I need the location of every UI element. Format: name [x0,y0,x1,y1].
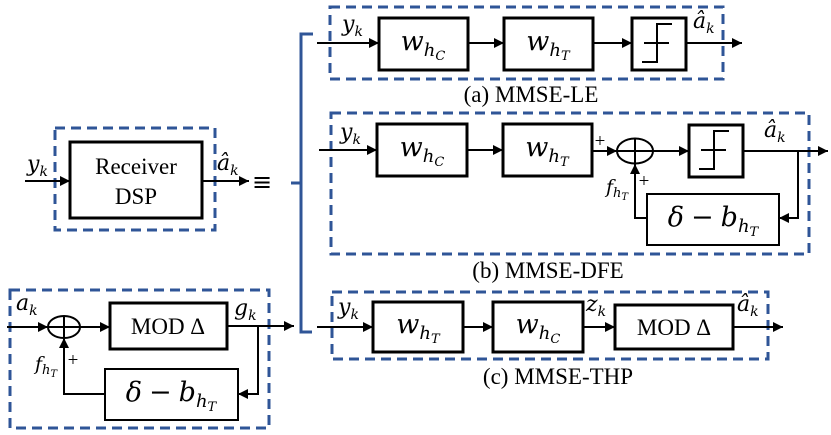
mmse-le-filter-wt-block [502,16,595,72]
receiver-dsp-group: yk Receiver DSP âk ≡ [25,126,272,232]
mmse-le-dashed-border [328,5,725,81]
mmse-thp-dashed-border [330,290,770,361]
mmse-thp-filter-wt-label: whT [396,309,441,347]
mmse-dfe-feedback-label: fhT [604,176,629,203]
decision-step-icon [699,130,729,170]
mmse-dfe-feedback-branch [779,151,799,223]
receiver-output-label: âk [217,151,239,179]
mmse-thp-filter-wc-block [491,300,585,354]
mmse-thp-intermediate-label: zk [585,292,606,320]
mmse-dfe-filter-wt-label: whT [525,132,570,170]
thp-precoder-modulo-block [108,301,229,351]
decision-step-icon [642,23,672,63]
thp-precoder-feedback-block-label: δ−bhT [126,377,218,415]
thp-precoder-feedback-label: fhT [33,353,58,380]
mmse-dfe-output-label: âk [764,118,786,146]
mmse-thp-output-label: âk [737,292,759,320]
mmse-dfe-summer [616,137,654,165]
curly-bracket [291,32,313,334]
mmse-dfe-group: yk whC whT + âk δ−bhT + fhT (b) MMSE-DFE [319,111,828,283]
receiver-title-line2: DSP [115,184,157,209]
mmse-thp-input-label: yk [337,295,359,323]
receiver-dsp-block [68,140,204,220]
mmse-dfe-caption: (b) MMSE-DFE [472,258,623,283]
mmse-le-output-label: âk [693,9,715,37]
receiver-title-line1: Receiver [95,154,177,179]
receiver-dashed-border [53,126,217,232]
mmse-le-filter-wt-label: whT [526,26,571,64]
mmse-dfe-plus-feedback: + [639,171,650,192]
mmse-dfe-feedback-return [630,164,647,219]
mmse-thp-modulo-block [613,303,735,351]
mmse-thp-caption: (c) MMSE-THP [483,364,633,389]
mmse-dfe-plus-forward: + [595,131,606,152]
thp-precoder-plus-feedback: + [68,350,79,371]
thp-precoder-dashed-border [8,288,271,430]
receiver-input-label: yk [26,152,48,180]
mmse-dfe-dashed-border [329,111,811,256]
equivalence-sign: ≡ [252,168,272,196]
mmse-dfe-input-label: yk [339,120,361,148]
mmse-thp-group: yk whT whC zk MOD Δ âk (c) MMSE-THP [317,290,783,389]
mmse-thp-filter-wt-block [371,300,465,354]
thp-precoder-group: ak MOD Δ gk δ−bhT + fhT [7,288,294,430]
thp-precoder-input-label: ak [16,291,38,319]
summer-cross-icon [48,316,80,338]
thp-precoder-feedback-branch [238,326,259,399]
thp-precoder-modulo-label: MOD Δ [131,314,205,339]
mmse-le-input-label: yk [341,12,363,40]
thp-precoder-feedback-return [59,338,105,395]
mmse-dfe-feedback-block-label: δ−bhT [668,202,760,240]
summer-cross-icon [617,138,653,164]
mmse-dfe-feedback-block [646,193,780,246]
mmse-thp-modulo-label: MOD Δ [637,315,711,340]
mmse-le-filter-wc-label: whC [401,26,446,64]
mmse-le-group: yk whC whT âk (a) MMSE-LE [317,5,742,107]
thp-precoder-output-label: gk [234,296,257,324]
mmse-le-caption: (a) MMSE-LE [464,82,599,107]
mmse-dfe-filter-wc-label: whC [400,132,445,170]
mmse-thp-filter-wc-label: whC [516,309,561,347]
thp-precoder-summer [47,315,81,339]
